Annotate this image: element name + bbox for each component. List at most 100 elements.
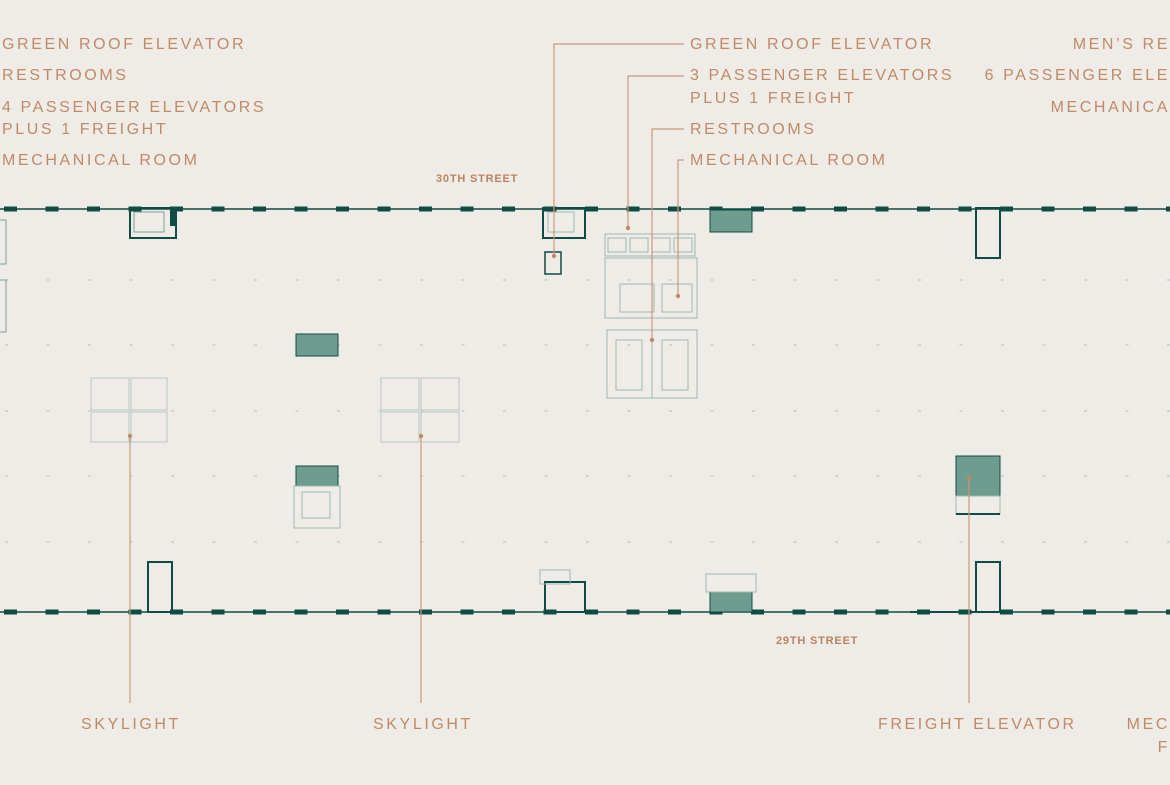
column-dot: [710, 344, 714, 346]
column-dot: [88, 344, 91, 346]
facade-pier: [87, 206, 100, 212]
column-dot: [1167, 344, 1170, 346]
column-dot: [1084, 475, 1087, 477]
column-dot: [793, 541, 797, 543]
column-dot: [793, 344, 797, 346]
facade-pier: [336, 609, 349, 615]
column-dot: [461, 541, 465, 543]
column-dot: [959, 541, 963, 543]
column-dot: [669, 475, 672, 477]
label-plus-freight-left: PLUS 1 FREIGHT: [2, 121, 169, 138]
stair-core-south-right: [910, 561, 1001, 613]
column-dot: [835, 541, 838, 543]
column-dot: [544, 475, 548, 477]
column-dot: [46, 279, 50, 281]
column-dot: [212, 475, 216, 477]
column-dot: [212, 541, 216, 543]
column-dot: [503, 344, 506, 346]
facade-pier: [377, 609, 391, 615]
facade-pier: [1166, 206, 1170, 212]
column-dot: [503, 541, 506, 543]
leader-dots: [127, 225, 972, 481]
label-mens-restroom-right: MEN’S RE: [1072, 36, 1170, 53]
facade-pier: [585, 609, 598, 615]
column-dot: [710, 475, 714, 477]
facade-pier: [1124, 609, 1138, 615]
column-dot: [752, 410, 755, 412]
facade-pier: [377, 206, 391, 212]
central-core: [542, 207, 698, 399]
facade-pier: [626, 206, 640, 212]
column-dot: [46, 410, 50, 412]
column-dot: [876, 475, 880, 477]
street-label-south: 29TH STREET: [776, 635, 859, 647]
facade-pier: [1041, 609, 1055, 615]
label-green-roof-elevator-center: GREEN ROOF ELEVATOR: [690, 36, 935, 53]
column-dot: [959, 410, 963, 412]
column-dot: [1125, 410, 1129, 412]
facade-pier: [419, 609, 432, 615]
column-dot: [337, 410, 340, 412]
column-dot: [5, 410, 8, 412]
column-dot: [1042, 279, 1046, 281]
column-dot: [337, 279, 340, 281]
column-dot: [254, 541, 257, 543]
facade-pier: [1166, 609, 1170, 615]
stair-core-south-left: [147, 561, 173, 613]
facade-pier: [1083, 609, 1096, 615]
column-dot: [793, 475, 797, 477]
column-dot: [586, 279, 589, 281]
column-dot: [627, 410, 631, 412]
column-dot: [544, 344, 548, 346]
facade-pier: [1000, 609, 1013, 615]
facade-pier: [751, 206, 764, 212]
column-dot: [1084, 541, 1087, 543]
column-dot: [1001, 541, 1004, 543]
column-dot: [295, 541, 299, 543]
facade-pier: [626, 609, 640, 615]
facade-pier: [502, 206, 515, 212]
column-dot: [544, 541, 548, 543]
facade-pier: [709, 206, 723, 212]
facade-pier: [336, 206, 349, 212]
facade-pier: [211, 609, 225, 615]
column-dot: [752, 475, 755, 477]
shaft-fills: [295, 209, 1001, 613]
stair-core-north-right: [975, 207, 1001, 259]
building-walls: [0, 206, 1170, 615]
facade-pier: [460, 609, 474, 615]
street-label-north: 30TH STREET: [436, 173, 519, 185]
facade-pier: [294, 206, 308, 212]
facade-pier: [253, 206, 266, 212]
column-dot: [1001, 344, 1004, 346]
facade-pier: [1041, 206, 1055, 212]
facade-pier: [419, 206, 432, 212]
facade-pier: [4, 609, 17, 615]
column-dot: [5, 344, 8, 346]
column-dot: [212, 410, 216, 412]
facade-pier: [460, 206, 474, 212]
label-mechanical-room-center: MECHANICAL ROOM: [690, 152, 888, 169]
column-dot: [1084, 410, 1087, 412]
facade-pier: [875, 609, 889, 615]
column-dot: [793, 279, 797, 281]
column-dot: [1167, 541, 1170, 543]
column-dot: [171, 475, 174, 477]
column-dot: [461, 475, 465, 477]
column-dot: [1001, 475, 1004, 477]
column-dot: [752, 279, 755, 281]
facade-pier: [170, 609, 183, 615]
column-dot: [918, 344, 921, 346]
facade-pier: [792, 206, 806, 212]
column-dot: [254, 279, 257, 281]
column-dot: [710, 410, 714, 412]
column-dot: [669, 344, 672, 346]
column-dot: [586, 475, 589, 477]
facade-pier: [958, 206, 972, 212]
facade-pier: [128, 609, 142, 615]
column-dot: [378, 344, 382, 346]
column-dot: [88, 541, 91, 543]
facade-pier: [211, 206, 225, 212]
label-passenger-elevators-right: 6 PASSENGER ELE: [984, 67, 1170, 84]
